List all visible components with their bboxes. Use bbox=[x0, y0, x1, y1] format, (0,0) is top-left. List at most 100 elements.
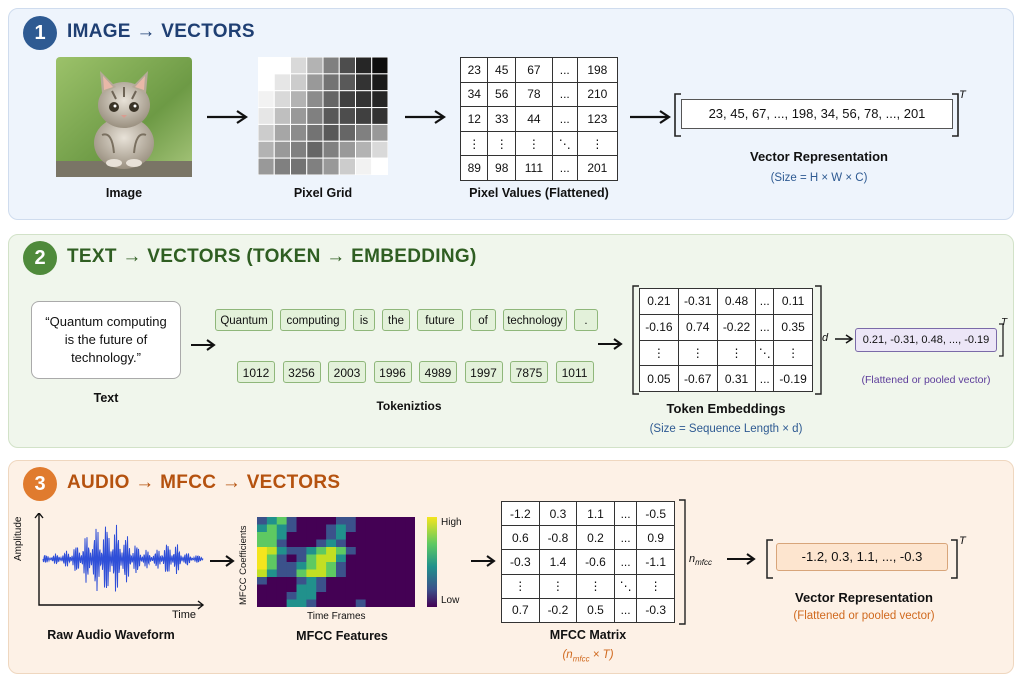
left-bracket bbox=[674, 93, 681, 137]
heatmap-cell bbox=[286, 577, 297, 585]
matrix-cell: -0.8 bbox=[538, 525, 578, 551]
heatmap-cell bbox=[395, 592, 406, 600]
heatmap-cell bbox=[276, 584, 288, 593]
heatmap-cell bbox=[375, 562, 386, 570]
pixel-cell bbox=[338, 73, 356, 92]
heatmap-cell bbox=[405, 562, 415, 570]
heatmap-cell bbox=[257, 577, 268, 585]
pixel-cell bbox=[273, 107, 291, 125]
heatmap-cell bbox=[286, 569, 297, 578]
pixel-cell bbox=[290, 107, 308, 125]
vector-caption: Vector Representation bbox=[750, 149, 888, 164]
matrix-cell: -0.31 bbox=[677, 288, 718, 315]
pixel-cell bbox=[371, 157, 388, 175]
waveform-axes bbox=[38, 513, 203, 606]
pixel-cell bbox=[338, 90, 356, 109]
heatmap-cell bbox=[336, 547, 347, 555]
heatmap-cell bbox=[326, 599, 337, 607]
heatmap-cell bbox=[276, 524, 288, 533]
heatmap-cell bbox=[365, 577, 376, 585]
pixel-cell bbox=[258, 57, 275, 75]
heatmap-cell bbox=[365, 517, 376, 525]
matrix-cell: ... bbox=[755, 313, 775, 341]
pixel-cell bbox=[273, 90, 291, 109]
heatmap-cell bbox=[257, 554, 268, 563]
matrix-cell: 111 bbox=[514, 155, 553, 181]
heatmap-cell bbox=[276, 592, 288, 600]
heatmap-cell bbox=[365, 599, 376, 607]
pixel-cell bbox=[371, 123, 388, 142]
heatmap-cell bbox=[345, 532, 357, 540]
heatmap-cell bbox=[355, 539, 367, 548]
matrix-cell: ... bbox=[613, 500, 638, 527]
step-badge-2: 2 bbox=[23, 241, 57, 275]
matrix-cell: ⋱ bbox=[755, 339, 775, 367]
heatmap-cell bbox=[276, 517, 288, 525]
heatmap-cell bbox=[286, 562, 297, 570]
heatmap-cell bbox=[326, 592, 337, 600]
axis-arrowheads bbox=[34, 513, 205, 610]
heatmap-cell bbox=[326, 554, 337, 563]
heatmap-cell bbox=[345, 547, 357, 555]
matrix-cell: 33 bbox=[487, 106, 516, 132]
heatmap-cell bbox=[345, 599, 357, 607]
heatmap-cell bbox=[266, 517, 278, 525]
matrix-cell: 0.2 bbox=[576, 525, 615, 551]
token-id-chip: 7875 bbox=[510, 361, 548, 383]
pixel-cell bbox=[258, 157, 275, 175]
waveform-line bbox=[42, 524, 204, 592]
heatmap-cell bbox=[385, 539, 396, 548]
matrix-cell: ... bbox=[613, 549, 638, 575]
pixel-cell bbox=[258, 90, 275, 109]
mfcc-heatmap bbox=[257, 517, 415, 607]
step-badge-1: 1 bbox=[23, 16, 57, 50]
heatmap-cell bbox=[296, 547, 307, 555]
heatmap-cell bbox=[405, 547, 415, 555]
audio-vector: -1.2, 0.3, 1.1, ..., -0.3 bbox=[776, 543, 948, 571]
heatmap-cell bbox=[375, 592, 386, 600]
matrix-cell: -1.2 bbox=[501, 500, 540, 527]
heatmap-cell bbox=[316, 569, 327, 578]
pixel-cell bbox=[355, 57, 373, 75]
heatmap-cell bbox=[365, 562, 376, 570]
heatmap-cell bbox=[375, 547, 386, 555]
matrix-cell: -0.3 bbox=[501, 549, 540, 575]
heatmap-cell bbox=[306, 592, 317, 600]
heatmap-cell bbox=[257, 584, 268, 593]
heatmap-cell bbox=[266, 524, 278, 533]
heatmap-cell bbox=[296, 517, 307, 525]
heatmap-cell bbox=[355, 562, 367, 570]
matrix-cell: 0.6 bbox=[501, 525, 540, 551]
matrix-cell: 1.4 bbox=[538, 549, 578, 575]
pixel-cell bbox=[290, 57, 308, 75]
pixel-cell bbox=[290, 73, 308, 92]
heatmap-cell bbox=[306, 584, 317, 593]
pixel-cell bbox=[290, 140, 308, 159]
heatmap-cell bbox=[306, 547, 317, 555]
pixel-cell bbox=[355, 90, 373, 109]
time-label: Time bbox=[172, 609, 197, 621]
matrix-cell: 210 bbox=[576, 81, 619, 108]
heatmap-cell bbox=[365, 547, 376, 555]
heatmap-cell bbox=[405, 539, 415, 548]
arrow-icon bbox=[207, 110, 248, 124]
heatmap-cell bbox=[375, 554, 386, 563]
pixel-cell bbox=[322, 140, 340, 159]
heatmap-cell bbox=[355, 524, 367, 533]
vector-size: (Size = H × W × C) bbox=[770, 172, 868, 184]
pixel-cell bbox=[371, 90, 388, 109]
heatmap-cell bbox=[405, 577, 415, 585]
pixel-cell bbox=[338, 57, 356, 75]
colorbar-high-label: High bbox=[441, 517, 462, 528]
heatmap-cell bbox=[326, 517, 337, 525]
heatmap-cell bbox=[266, 599, 278, 607]
matrix-cell: ⋮ bbox=[677, 339, 718, 367]
pixel-cell bbox=[290, 157, 308, 175]
heatmap-cell bbox=[395, 562, 406, 570]
matrix-cell: ... bbox=[551, 57, 578, 83]
heatmap-cell bbox=[276, 554, 288, 563]
heatmap-cell bbox=[355, 532, 367, 540]
matrix-cell: -0.6 bbox=[576, 549, 615, 575]
